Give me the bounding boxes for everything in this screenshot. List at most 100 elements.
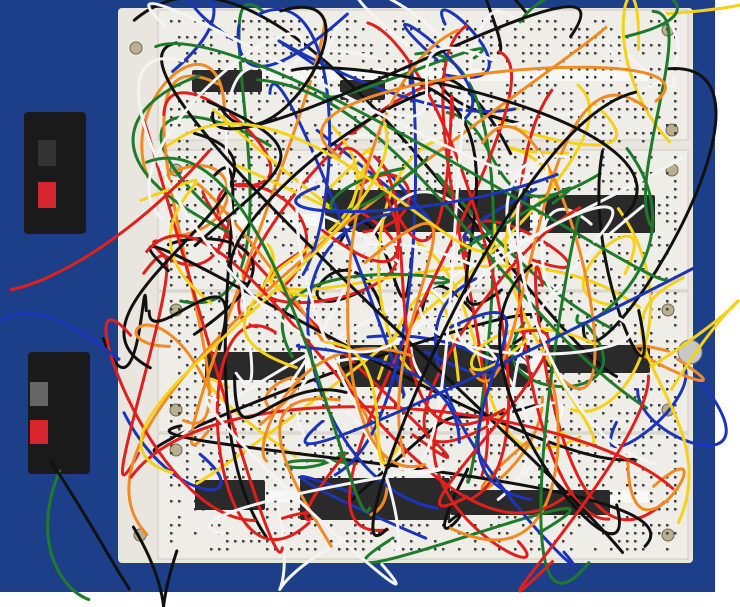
hole [194, 356, 197, 359]
hole [178, 108, 181, 111]
hole [546, 484, 549, 487]
hole [210, 36, 213, 39]
hole [170, 452, 173, 455]
hole [434, 124, 437, 127]
hole [586, 76, 589, 79]
hole [658, 52, 661, 55]
hole [234, 188, 237, 191]
hole [242, 188, 245, 191]
hole [170, 268, 173, 271]
hole [178, 524, 181, 527]
hole [314, 76, 317, 79]
hole [674, 220, 677, 223]
hole [666, 508, 669, 511]
hole [530, 356, 533, 359]
hole [186, 324, 189, 327]
hole [642, 132, 645, 135]
hole [602, 124, 605, 127]
hole [426, 420, 429, 423]
hole [226, 532, 229, 535]
hole [642, 444, 645, 447]
hole [194, 220, 197, 223]
hole [610, 268, 613, 271]
hole [530, 76, 533, 79]
hole [178, 324, 181, 327]
hole [354, 44, 357, 47]
hole [674, 356, 677, 359]
hole [298, 548, 301, 551]
hole [194, 404, 197, 407]
hole [650, 20, 653, 23]
hole [298, 44, 301, 47]
hole [458, 92, 461, 95]
hole [658, 84, 661, 87]
hole [290, 428, 293, 431]
hole [674, 484, 677, 487]
hole [610, 340, 613, 343]
hole [466, 36, 469, 39]
hole [650, 108, 653, 111]
hole [650, 388, 653, 391]
hole [666, 380, 669, 383]
hole [314, 524, 317, 527]
hole [354, 540, 357, 543]
hole [514, 84, 517, 87]
hole [322, 444, 325, 447]
hole [482, 36, 485, 39]
hole [570, 148, 573, 151]
hole [570, 28, 573, 31]
hole [354, 36, 357, 39]
hole [426, 524, 429, 527]
hole [210, 284, 213, 287]
hole [634, 76, 637, 79]
hole [570, 100, 573, 103]
hole [170, 340, 173, 343]
hole [362, 44, 365, 47]
hole [458, 36, 461, 39]
hole [594, 396, 597, 399]
hole [338, 324, 341, 327]
hole [602, 20, 605, 23]
hole [266, 60, 269, 63]
hole [218, 60, 221, 63]
hole [650, 476, 653, 479]
hole [178, 516, 181, 519]
hole [610, 492, 613, 495]
hole [570, 476, 573, 479]
hole [362, 116, 365, 119]
hole [618, 500, 621, 503]
hole [674, 228, 677, 231]
hole [170, 20, 173, 23]
hole [466, 388, 469, 391]
hole [634, 292, 637, 295]
hole [226, 540, 229, 543]
hole [474, 116, 477, 119]
hole [658, 204, 661, 207]
hole [570, 308, 573, 311]
hole [514, 36, 517, 39]
hole [218, 132, 221, 135]
hole [562, 28, 565, 31]
hole [554, 132, 557, 135]
hole [266, 100, 269, 103]
hole [450, 36, 453, 39]
hole [186, 100, 189, 103]
hole [602, 132, 605, 135]
hole [426, 172, 429, 175]
hole [554, 300, 557, 303]
hole [386, 436, 389, 439]
hole [322, 372, 325, 375]
hole [618, 436, 621, 439]
hole [330, 164, 333, 167]
hole [674, 212, 677, 215]
hole [378, 468, 381, 471]
hole [346, 20, 349, 23]
hole [266, 36, 269, 39]
hole [530, 548, 533, 551]
hole [578, 28, 581, 31]
hole [570, 180, 573, 183]
hole [498, 140, 501, 143]
red-terminal [38, 182, 56, 208]
hole [402, 60, 405, 63]
hole [594, 380, 597, 383]
